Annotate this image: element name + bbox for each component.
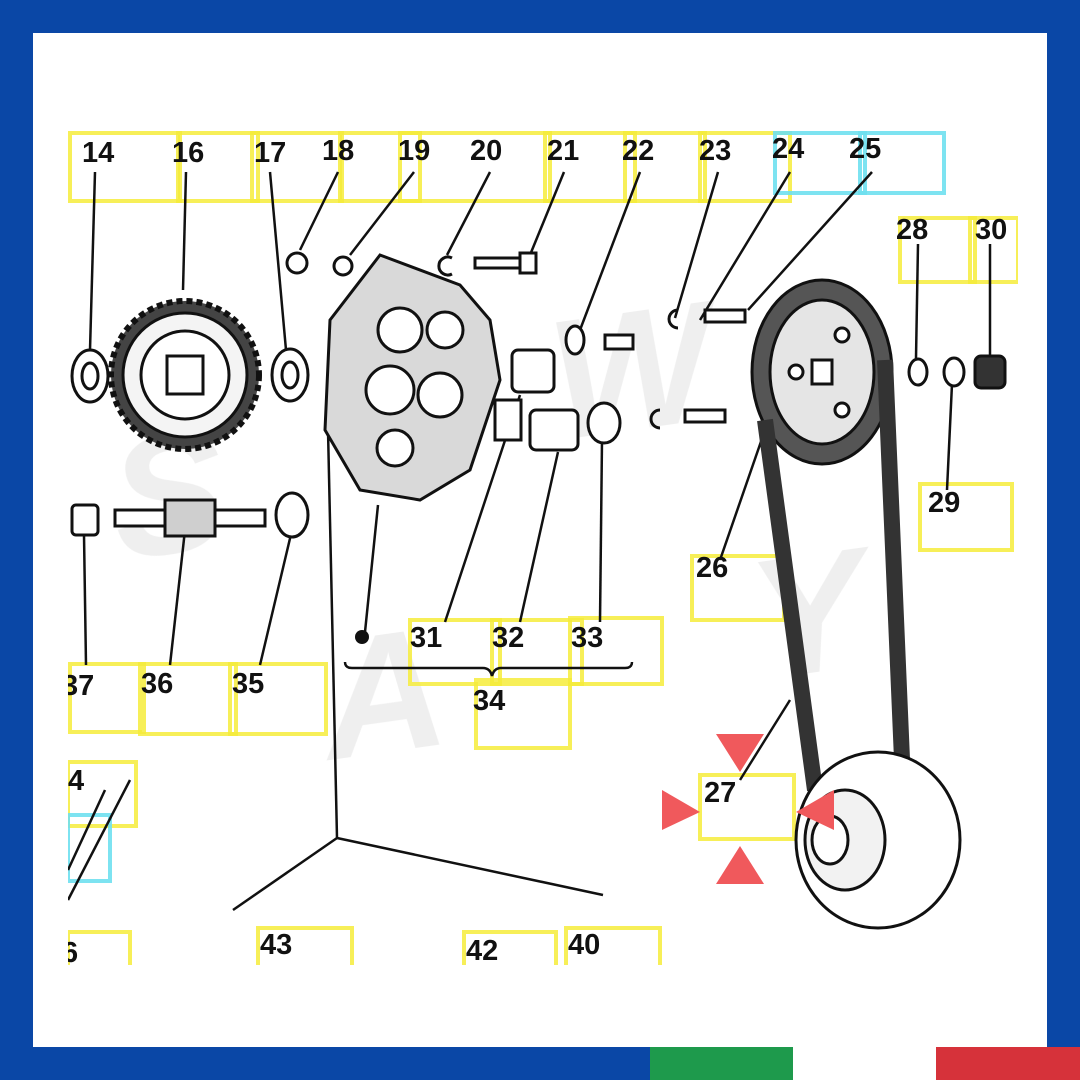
gear-part (108, 298, 262, 452)
clip-part (649, 408, 661, 430)
label-20: 20 (470, 135, 502, 167)
label-42: 42 (466, 935, 498, 967)
label-27: 27 (704, 777, 736, 809)
crop-left (33, 33, 68, 1047)
label-24: 24 (772, 133, 804, 165)
label-19: 19 (398, 135, 430, 167)
bullet-dot (355, 630, 369, 644)
label-23: 23 (699, 135, 731, 167)
belt-part (757, 359, 913, 831)
crop-bottom (33, 965, 1047, 1047)
group-brace (343, 661, 634, 677)
clip-part (667, 308, 679, 330)
bearing-part (510, 348, 556, 394)
bolt-part (473, 256, 525, 270)
crop-top (33, 33, 1047, 90)
label-40: 40 (568, 929, 600, 961)
label-16: 16 (172, 137, 204, 169)
label-32: 32 (492, 622, 524, 654)
flag-stripe-red (936, 1047, 1080, 1080)
flag-stripe-green (650, 1047, 793, 1080)
label-28: 28 (896, 214, 928, 246)
seal-part (586, 401, 622, 445)
label-31: 31 (410, 622, 442, 654)
label-35: 35 (232, 668, 264, 700)
label-17: 17 (254, 137, 286, 169)
clip-part (437, 255, 453, 277)
bearing-part (528, 408, 580, 452)
crop-right (1018, 33, 1047, 1047)
flag-stripe-white (793, 1047, 936, 1080)
lower-pulley-part (794, 750, 962, 930)
label-33: 33 (571, 622, 603, 654)
washer-part (564, 324, 586, 356)
washer-part (907, 357, 929, 387)
svg-text:Y: Y (739, 511, 891, 717)
shaft-part (113, 498, 267, 538)
pump-housing-part (323, 253, 523, 502)
svg-text:A: A (305, 591, 457, 797)
bolt-part (683, 408, 727, 424)
screw-part (603, 333, 635, 351)
label-26: 26 (696, 552, 728, 584)
nut-part (332, 255, 354, 277)
part-number-labels: 14 16 17 18 19 20 21 22 23 24 25 28 30 2… (62, 133, 1007, 969)
sleeve-part (70, 503, 100, 537)
label-18: 18 (322, 135, 354, 167)
label-30: 30 (975, 214, 1007, 246)
label-25: 25 (849, 133, 881, 165)
label-29: 29 (928, 487, 960, 519)
label-21: 21 (547, 135, 579, 167)
nut-part (973, 354, 1007, 390)
label-34: 34 (473, 685, 505, 717)
nut-part (285, 251, 309, 275)
label-43: 43 (260, 929, 292, 961)
label-36: 36 (141, 668, 173, 700)
label-4: 4 (68, 765, 84, 797)
bolt-part (703, 308, 747, 324)
parts (70, 251, 1007, 930)
label-22: 22 (622, 135, 654, 167)
washer-part (942, 356, 966, 388)
pulley-part (750, 278, 894, 466)
label-14: 14 (82, 137, 114, 169)
red-target-markers (662, 734, 834, 884)
washer-part (274, 491, 310, 539)
